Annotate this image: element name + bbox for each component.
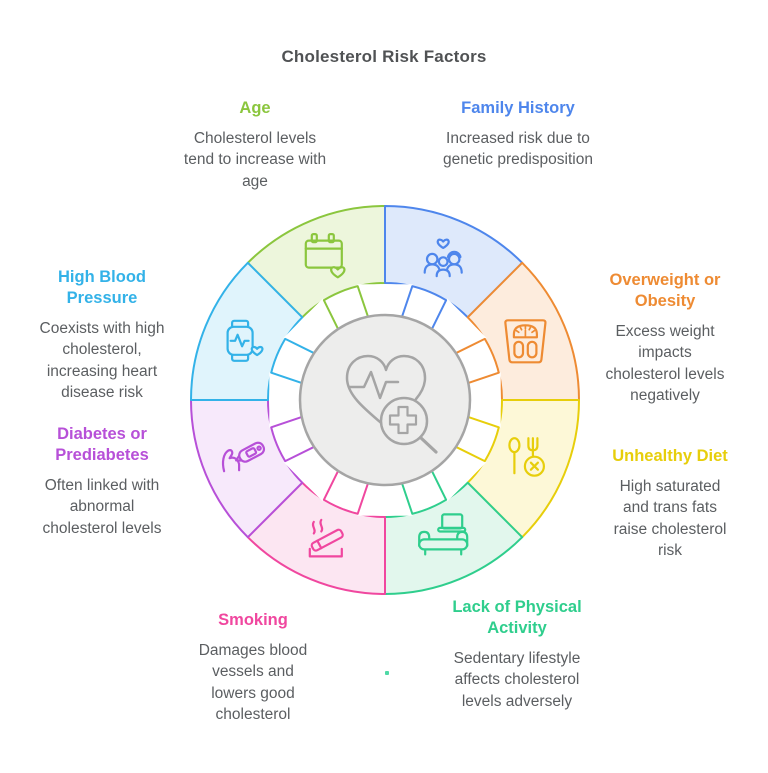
segment-title: Age [239, 99, 271, 117]
label-high-blood-pressure: High Blood Pressure Coexists with high c… [22, 267, 182, 403]
segment-title: Unhealthy Diet [612, 447, 728, 465]
watch-heart-icon [226, 319, 264, 362]
segment-connector [357, 284, 413, 323]
segment-title: Family History [461, 99, 575, 117]
label-diabetes-prediabetes: Diabetes or Prediabetes Often linked wit… [22, 424, 182, 539]
scale-icon [504, 319, 547, 364]
label-family-history: Family History Increased risk due to gen… [423, 98, 613, 171]
segment-title: Lack of Physical Activity [452, 598, 582, 638]
label-smoking: Smoking Damages blood vessels and lowers… [178, 610, 328, 725]
label-age: Age Cholesterol levels tend to increase … [160, 98, 350, 192]
segment-title: High Blood Pressure [58, 268, 146, 308]
cigarette-icon [308, 518, 344, 558]
label-unhealthy-diet: Unhealthy Diet High saturated and trans … [592, 446, 748, 561]
glucose-meter-icon [221, 441, 266, 473]
segment-connector [269, 372, 308, 428]
segment-title: Overweight or Obesity [609, 271, 721, 311]
segment-description: Cholesterol levels tend to increase with… [183, 130, 327, 190]
calendar-heart-icon [304, 233, 346, 279]
segment-description: Often linked with abnormal cholesterol l… [42, 477, 162, 537]
segment-connector [462, 372, 501, 428]
artifact-dot [385, 671, 389, 675]
segment-description: Damages blood vessels and lowers good ch… [198, 642, 308, 723]
segment-title: Smoking [218, 611, 288, 629]
couch-laptop-icon [418, 513, 469, 556]
family-heart-icon [423, 238, 463, 278]
segment-description: Increased risk due to genetic predisposi… [443, 130, 593, 169]
segment-description: High saturated and trans fats raise chol… [613, 478, 727, 559]
label-inactivity: Lack of Physical Activity Sedentary life… [427, 597, 607, 712]
segment-title: Diabetes or Prediabetes [55, 425, 149, 465]
cutlery-x-icon [508, 437, 546, 477]
segment-connector [357, 477, 413, 516]
heart-pulse-magnifier-icon [345, 354, 438, 454]
segment-description: Coexists with high cholesterol, increasi… [39, 320, 165, 401]
segment-description: Excess weight impacts cholesterol levels… [605, 323, 725, 404]
segment-description: Sedentary lifestyle affects cholesterol … [453, 650, 581, 710]
center-circle [298, 313, 472, 487]
diagram-title: Cholesterol Risk Factors [281, 47, 487, 66]
label-overweight-obesity: Overweight or Obesity Excess weight impa… [587, 270, 743, 406]
